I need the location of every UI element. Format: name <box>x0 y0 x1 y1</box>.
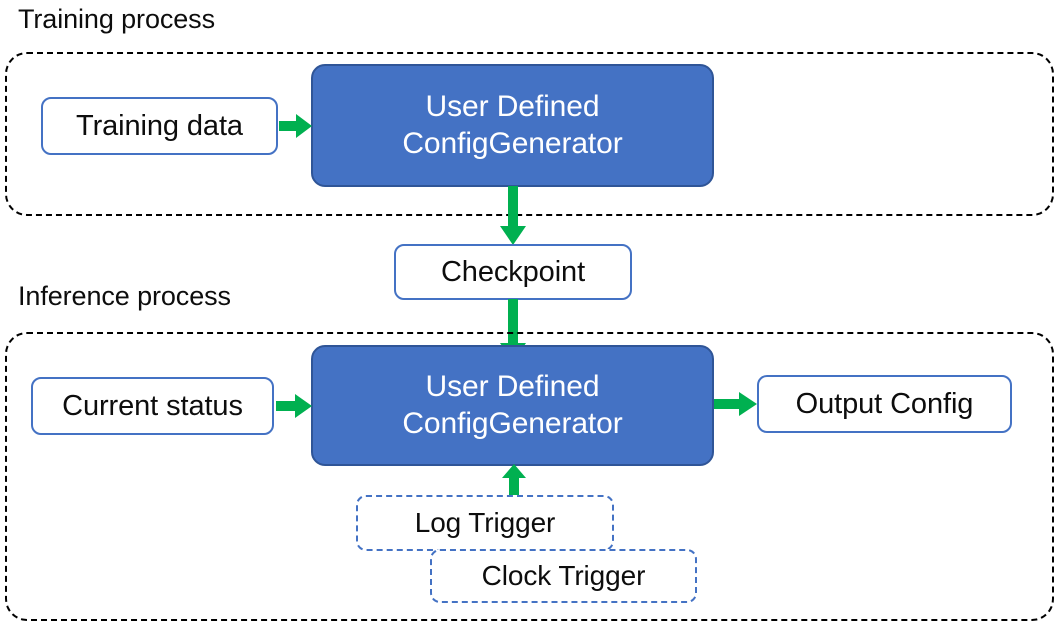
node-current-status[interactable]: Current status <box>31 377 274 435</box>
node-training-data[interactable]: Training data <box>41 97 278 155</box>
inference-process-group <box>5 332 1054 621</box>
training-process-group <box>5 52 1054 216</box>
training-process-label: Training process <box>18 4 215 34</box>
node-training-config-generator-line2: ConfigGenerator <box>402 126 623 160</box>
node-clock-trigger[interactable]: Clock Trigger <box>430 549 697 603</box>
node-training-config-generator[interactable]: User Defined ConfigGenerator <box>311 64 714 187</box>
node-log-trigger-label: Log Trigger <box>414 507 556 539</box>
arrow-current-status-to-generator <box>276 394 312 418</box>
node-inference-config-generator-line1: User Defined <box>425 369 600 403</box>
node-checkpoint-label: Checkpoint <box>440 255 586 288</box>
node-inference-config-generator-line2: ConfigGenerator <box>402 406 623 440</box>
node-output-config[interactable]: Output Config <box>757 375 1012 433</box>
node-output-config-label: Output Config <box>795 387 974 420</box>
node-clock-trigger-label: Clock Trigger <box>481 560 646 592</box>
node-log-trigger[interactable]: Log Trigger <box>356 495 614 551</box>
node-checkpoint[interactable]: Checkpoint <box>394 244 632 300</box>
arrow-generator-to-checkpoint <box>500 186 526 245</box>
node-training-data-label: Training data <box>76 109 243 142</box>
arrow-generator-to-output-config <box>714 392 757 416</box>
node-current-status-label: Current status <box>62 389 243 422</box>
node-training-config-generator-line1: User Defined <box>425 89 600 123</box>
node-inference-config-generator[interactable]: User Defined ConfigGenerator <box>311 345 714 466</box>
arrow-triggers-to-generator <box>502 464 526 499</box>
arrow-training-data-to-generator <box>279 114 312 138</box>
inference-process-label: Inference process <box>18 281 231 311</box>
